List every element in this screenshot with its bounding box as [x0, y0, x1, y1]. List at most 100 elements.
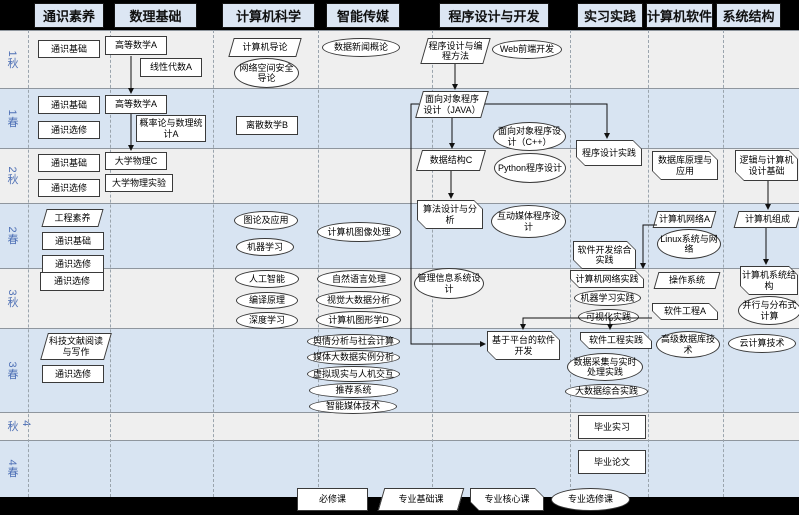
course-box-label: 程序设计与编程方法	[428, 40, 483, 61]
course-box: Web前端开发	[492, 40, 562, 59]
course-box-label: Linux系统与网络	[660, 233, 718, 254]
course-box-label: 数据结构C	[429, 155, 473, 166]
course-box: 概率论与数理统计A	[136, 115, 206, 142]
course-box: 通识选修	[38, 179, 100, 197]
course-box: 软件开发综合实践	[573, 241, 636, 269]
course-box: 大数据综合实践	[565, 384, 648, 399]
course-box-label: 软件工程A	[663, 306, 706, 317]
course-box-label: 计算机导论	[242, 42, 288, 53]
course-box-label: 云计算技术	[739, 338, 785, 349]
course-box: 推荐系统	[309, 383, 398, 398]
course-box-label: 数据新闻概论	[333, 42, 388, 53]
row-label: 3春	[6, 360, 18, 381]
course-box-label: 软件开发综合实践	[577, 244, 632, 265]
course-box: 通识基础	[38, 40, 100, 58]
course-box-label: 离散数学B	[245, 120, 288, 131]
course-box: 算法设计与分析	[417, 200, 483, 229]
course-box: 数据采集与实时处理实践	[567, 353, 643, 381]
course-box: 智能媒体技术	[309, 399, 397, 414]
course-box-label: 视觉大数据分析	[326, 294, 390, 305]
course-box-label: 舆情分析与社会计算	[312, 336, 394, 347]
column-header: 通识素养	[34, 3, 104, 28]
legend-item-label: 必修课	[318, 494, 346, 505]
legend-item-label: 专业基础课	[398, 494, 444, 505]
course-box-label: 高等数学A	[114, 99, 157, 110]
course-box: 云计算技术	[728, 334, 796, 353]
course-box: 网络空间安全导论	[234, 58, 299, 88]
course-box: 虚拟现实与人机交互	[307, 366, 400, 382]
course-box: 机器学习	[236, 238, 294, 256]
course-box: 视觉大数据分析	[316, 291, 401, 309]
row-label: 4秋	[6, 419, 32, 432]
column-header: 数理基础	[114, 3, 197, 28]
course-box: 逻辑与计算机设计基础	[735, 150, 798, 181]
column-separator	[570, 30, 571, 497]
course-box: 机器学习实践	[574, 290, 641, 306]
course-box: Linux系统与网络	[657, 229, 721, 259]
row-label: 4春	[6, 459, 18, 479]
course-box-label: 通识选修	[50, 124, 87, 135]
legend-item: 必修课	[297, 488, 368, 511]
course-box: 舆情分析与社会计算	[307, 334, 400, 349]
course-box-label: 计算机图像处理	[327, 226, 391, 237]
column-header: 计算机软件	[646, 3, 713, 28]
course-box: 操作系统	[656, 272, 718, 289]
course-box: 高等数学A	[105, 36, 167, 55]
column-separator	[213, 30, 214, 497]
course-box: 深度学习	[236, 312, 298, 329]
course-box-label: 通识基础	[54, 235, 91, 246]
course-box-label: 通识选修	[50, 182, 87, 193]
course-box-label: 虚拟现实与人机交互	[312, 368, 394, 379]
course-box-label: 机器学习	[246, 241, 283, 252]
course-box: 大学物理C	[105, 152, 167, 170]
course-box-label: 软件工程实践	[588, 335, 643, 346]
course-box: 工程素养	[44, 209, 101, 227]
course-box: 面向对象程序设计（JAVA）	[419, 91, 485, 118]
course-box: 计算机网络A	[655, 211, 714, 228]
column-separator	[110, 30, 111, 497]
legend-item: 专业选修课	[551, 488, 630, 511]
legend-item: 专业核心课	[470, 488, 544, 511]
column-separator	[648, 30, 649, 497]
row-label: 2秋	[6, 166, 18, 186]
course-box: 离散数学B	[236, 116, 298, 135]
course-box-label: 毕业实习	[593, 421, 630, 432]
course-box-label: 面向对象程序设计（JAVA）	[423, 94, 481, 115]
course-box-label: 面向对象程序设计（C++）	[497, 126, 561, 147]
course-box-label: 智能媒体技术	[325, 401, 380, 412]
course-box-label: 基于平台的软件开发	[491, 335, 555, 356]
course-box-label: 推荐系统	[335, 385, 372, 396]
column-header: 智能传媒	[326, 3, 400, 28]
course-box-label: 机器学习实践	[580, 292, 635, 303]
course-box-label: 网络空间安全导论	[239, 62, 294, 83]
course-box: 计算机图像处理	[317, 222, 401, 242]
course-box-label: 操作系统	[668, 275, 705, 286]
course-box: 程序设计与编程方法	[424, 38, 487, 64]
row-label: 1秋	[6, 49, 18, 70]
course-box: 软件工程实践	[580, 332, 652, 349]
course-box-label: 通识选修	[54, 368, 91, 379]
course-box-label: 计算机网络实践	[575, 273, 639, 284]
course-box: 通识选修	[42, 365, 104, 383]
course-box-label: 通识选修	[53, 276, 90, 287]
legend-item-label: 专业选修课	[567, 494, 613, 505]
course-box: 计算机导论	[231, 38, 299, 57]
column-header: 程序设计与开发	[439, 3, 549, 28]
course-box: 通识选修	[40, 272, 104, 291]
course-box-label: 毕业论文	[593, 456, 630, 467]
column-header: 计算机科学	[222, 3, 315, 28]
course-box: 管理信息系统设计	[414, 268, 484, 299]
course-box: 通识基础	[38, 96, 100, 114]
row-band: 4秋	[0, 412, 799, 440]
course-box-label: 可视化实践	[585, 311, 631, 322]
course-box: 面向对象程序设计（C++）	[493, 122, 566, 151]
course-box-label: 并行与分布式计算	[742, 300, 797, 321]
course-box-label: 工程素养	[54, 212, 91, 223]
course-box: 通识选修	[38, 121, 100, 139]
course-box: Python程序设计	[494, 153, 566, 183]
course-box-label: 通识基础	[50, 99, 87, 110]
course-box: 毕业论文	[578, 450, 646, 474]
course-box-label: 大学物理C	[114, 155, 158, 166]
course-box: 程序设计实践	[576, 140, 642, 166]
